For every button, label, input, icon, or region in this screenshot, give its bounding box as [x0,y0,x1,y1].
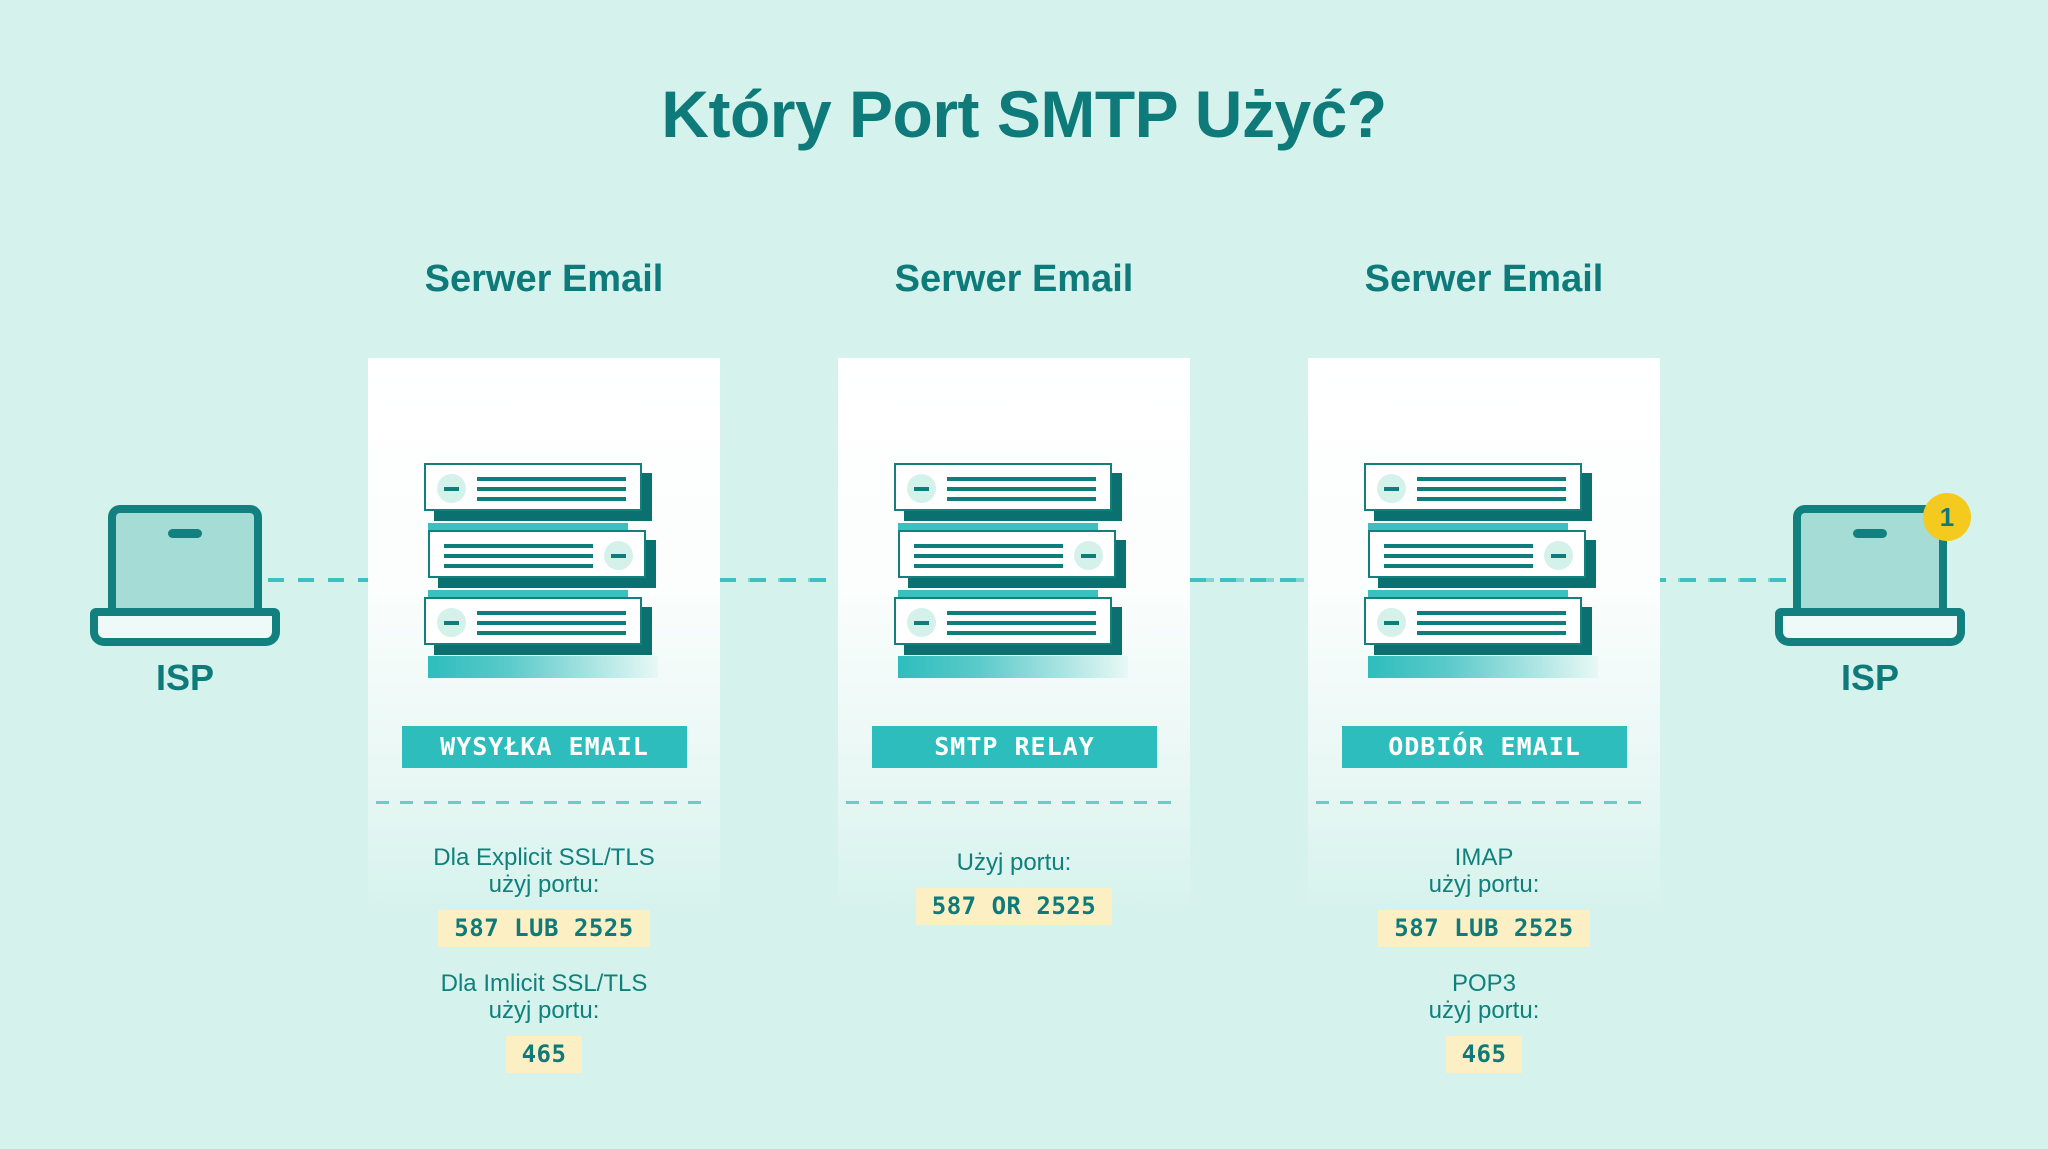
server-slot-lines [947,477,1096,501]
server-slot-lines [1417,611,1566,635]
port-value: 587 LUB 2525 [1378,909,1590,947]
server-rack-icon [424,463,664,678]
server-unit [894,597,1122,655]
port-group: POP3 użyj portu: 465 [1308,970,1660,1073]
server-slot-lines [1417,477,1566,501]
column-divider [846,801,1182,804]
notification-badge: 1 [1923,493,1971,541]
laptop-base [1775,608,1965,646]
server-slot-lines [1384,544,1533,568]
rack-connector [1368,523,1568,532]
laptop-camera-icon [1853,529,1887,538]
server-unit-face [894,597,1112,645]
server-indicator-icon [437,608,466,637]
server-rack-base [898,656,1128,678]
port-value: 587 LUB 2525 [438,909,650,947]
rack-connector [428,523,628,532]
port-group: Dla Explicit SSL/TLS użyj portu: 587 LUB… [368,844,720,947]
server-slot-lines [914,544,1063,568]
server-unit-face [894,463,1112,511]
server-indicator-icon [1377,474,1406,503]
column-heading: Serwer Email [1364,258,1604,300]
server-unit [894,463,1122,521]
server-unit-face [898,530,1116,578]
server-indicator-icon [1377,608,1406,637]
laptop-icon [1793,505,1947,613]
server-slot-lines [444,544,593,568]
port-caption: IMAP użyj portu: [1428,844,1540,898]
port-caption: Użyj portu: [956,849,1072,876]
endpoint-left-label: ISP [155,657,215,698]
server-unit-face [428,530,646,578]
server-indicator-icon [907,608,936,637]
endpoint-left-laptop: ISP [90,505,280,698]
rack-connector [898,590,1098,599]
server-unit [424,597,652,655]
laptop-camera-icon [168,529,202,538]
server-unit [428,530,656,588]
rack-connector [898,523,1098,532]
server-indicator-icon [907,474,936,503]
laptop-base [90,608,280,646]
port-value: 465 [505,1035,583,1073]
port-group: Dla Imlicit SSL/TLS użyj portu: 465 [368,970,720,1073]
column-heading: Serwer Email [424,258,664,300]
column-divider [1316,801,1652,804]
port-caption: POP3 użyj portu: [1428,970,1540,1024]
server-unit-face [1364,463,1582,511]
column-tag-badge: ODBIÓR EMAIL [1342,726,1627,768]
server-unit-face [424,463,642,511]
server-unit [1364,597,1592,655]
column-divider [376,801,712,804]
server-unit [424,463,652,521]
port-caption: Dla Explicit SSL/TLS użyj portu: [433,844,655,898]
flow-connector-segment-3 [1160,578,1360,582]
server-indicator-icon [1074,541,1103,570]
server-unit [1368,530,1596,588]
server-slot-lines [477,611,626,635]
port-value: 587 OR 2525 [915,887,1113,925]
server-unit-face [1364,597,1582,645]
port-group: IMAP użyj portu: 587 LUB 2525 [1308,844,1660,947]
column-heading: Serwer Email [894,258,1134,300]
server-rack-base [1368,656,1598,678]
rack-connector [1368,590,1568,599]
server-indicator-icon [1544,541,1573,570]
server-indicator-icon [604,541,633,570]
server-unit [898,530,1126,588]
column-tag-badge: SMTP RELAY [872,726,1157,768]
server-indicator-icon [437,474,466,503]
flow-connector-segment-4 [1620,578,1820,582]
server-slot-lines [947,611,1096,635]
server-unit [1364,463,1592,521]
port-group: Użyj portu: 587 OR 2525 [838,849,1190,925]
server-slot-lines [477,477,626,501]
endpoint-right-laptop: 1 ISP [1775,493,1971,698]
server-rack-icon [894,463,1134,678]
column-tag-badge: WYSYŁKA EMAIL [402,726,687,768]
flow-connector-segment-2 [690,578,890,582]
laptop-icon [108,505,262,613]
server-unit-face [1368,530,1586,578]
server-rack-icon [1364,463,1604,678]
server-unit-face [424,597,642,645]
rack-connector [428,590,628,599]
port-caption: Dla Imlicit SSL/TLS użyj portu: [440,970,648,1024]
port-value: 465 [1445,1035,1523,1073]
server-rack-base [428,656,658,678]
page-title: Który Port SMTP Użyć? [661,77,1387,151]
endpoint-right-label: ISP [1840,657,1900,698]
